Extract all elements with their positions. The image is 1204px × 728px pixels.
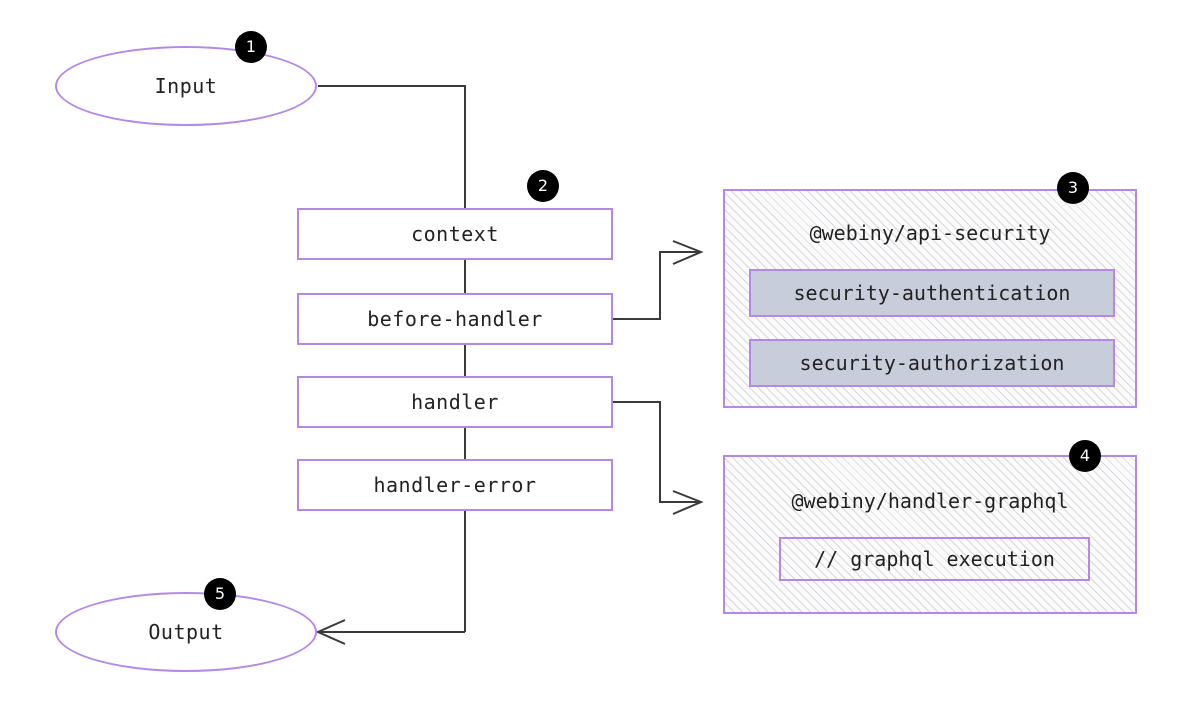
module-item-graphql-execution[interactable]: // graphql execution (779, 537, 1090, 581)
connector-input-to-spine (318, 85, 466, 632)
stage-before-handler-label: before-handler (367, 307, 543, 331)
arrowhead-api-security (672, 240, 704, 265)
step-badge-3[interactable]: 3 (1057, 172, 1089, 204)
step-badge-1[interactable]: 1 (235, 31, 267, 63)
module-handler-graphql[interactable]: @webiny/handler-graphql // graphql execu… (723, 455, 1137, 614)
stage-handler-error-label: handler-error (373, 473, 537, 497)
step-badge-4[interactable]: 4 (1069, 440, 1101, 472)
stage-handler-label: handler (411, 390, 499, 414)
module-item-security-authorization[interactable]: security-authorization (749, 339, 1115, 387)
module-api-security-title: @webiny/api-security (809, 221, 1051, 245)
step-badge-5[interactable]: 5 (204, 578, 236, 610)
terminal-output[interactable]: Output (55, 592, 317, 672)
terminal-input[interactable]: Input (55, 46, 317, 126)
stage-before-handler[interactable]: before-handler (297, 293, 613, 345)
arrowhead-output (315, 619, 346, 645)
connector-handler-to-handler-graphql (613, 401, 700, 503)
stage-context-label: context (411, 222, 499, 246)
module-handler-graphql-title: @webiny/handler-graphql (791, 489, 1069, 513)
stage-handler[interactable]: handler (297, 376, 613, 428)
stage-context[interactable]: context (297, 208, 613, 260)
arrowhead-handler-graphql (672, 490, 704, 515)
connector-before-handler-to-api-security (613, 251, 700, 320)
module-item-security-authentication[interactable]: security-authentication (749, 269, 1115, 317)
step-badge-2[interactable]: 2 (527, 170, 559, 202)
terminal-input-label: Input (154, 74, 218, 98)
terminal-output-label: Output (148, 620, 224, 644)
module-api-security[interactable]: @webiny/api-security security-authentica… (723, 189, 1137, 408)
stage-handler-error[interactable]: handler-error (297, 459, 613, 511)
